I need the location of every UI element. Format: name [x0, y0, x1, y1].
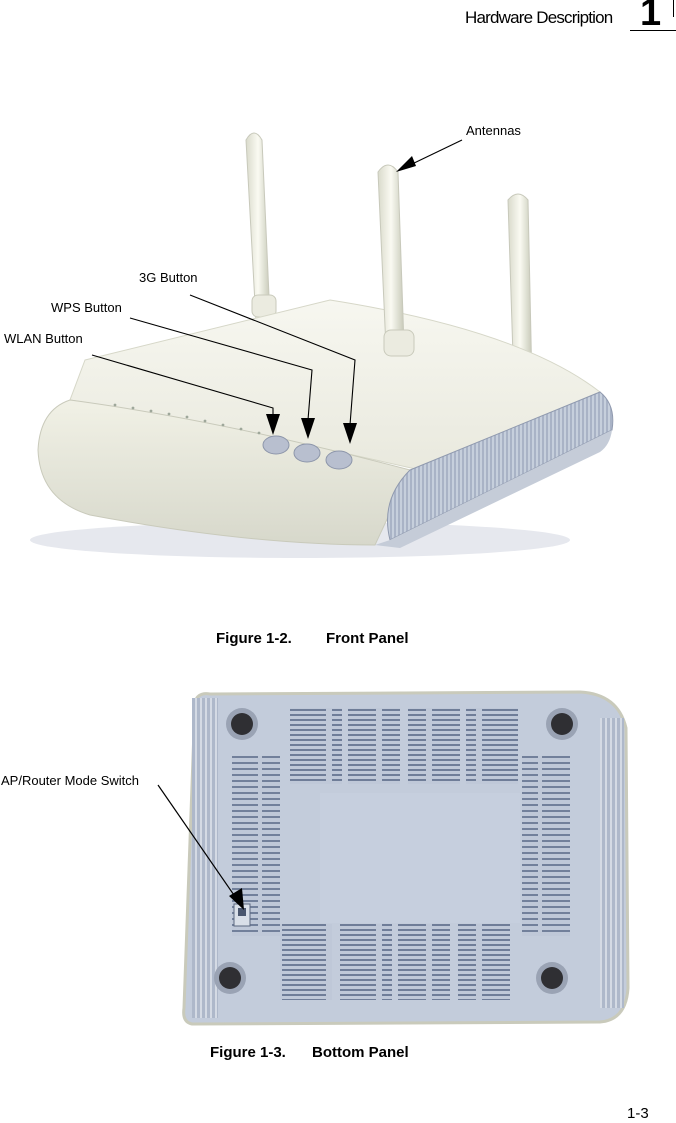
mode-switch-callout	[157, 784, 244, 910]
3g-button-label: 3G Button	[139, 270, 198, 285]
chapter-divider	[673, 0, 674, 17]
wlan-button-label: WLAN Button	[4, 331, 83, 346]
antennas-label: Antennas	[466, 123, 521, 138]
figure-1-2-title: Front Panel	[326, 630, 409, 647]
page-number: 1-3	[627, 1105, 649, 1122]
wps-button-label: WPS Button	[51, 300, 122, 315]
figure-1-2-number: Figure 1-2.	[216, 630, 292, 647]
figure-1-3-number: Figure 1-3.	[210, 1044, 286, 1061]
router-bottom-image	[182, 690, 630, 1026]
mode-switch-label: AP/Router Mode Switch	[1, 773, 140, 788]
chapter-number: 1	[640, 0, 662, 34]
header-title: Hardware Description	[465, 8, 613, 27]
router-front-image	[30, 132, 614, 558]
figure-1-3-title: Bottom Panel	[312, 1044, 409, 1061]
chapter-underline	[630, 30, 676, 31]
